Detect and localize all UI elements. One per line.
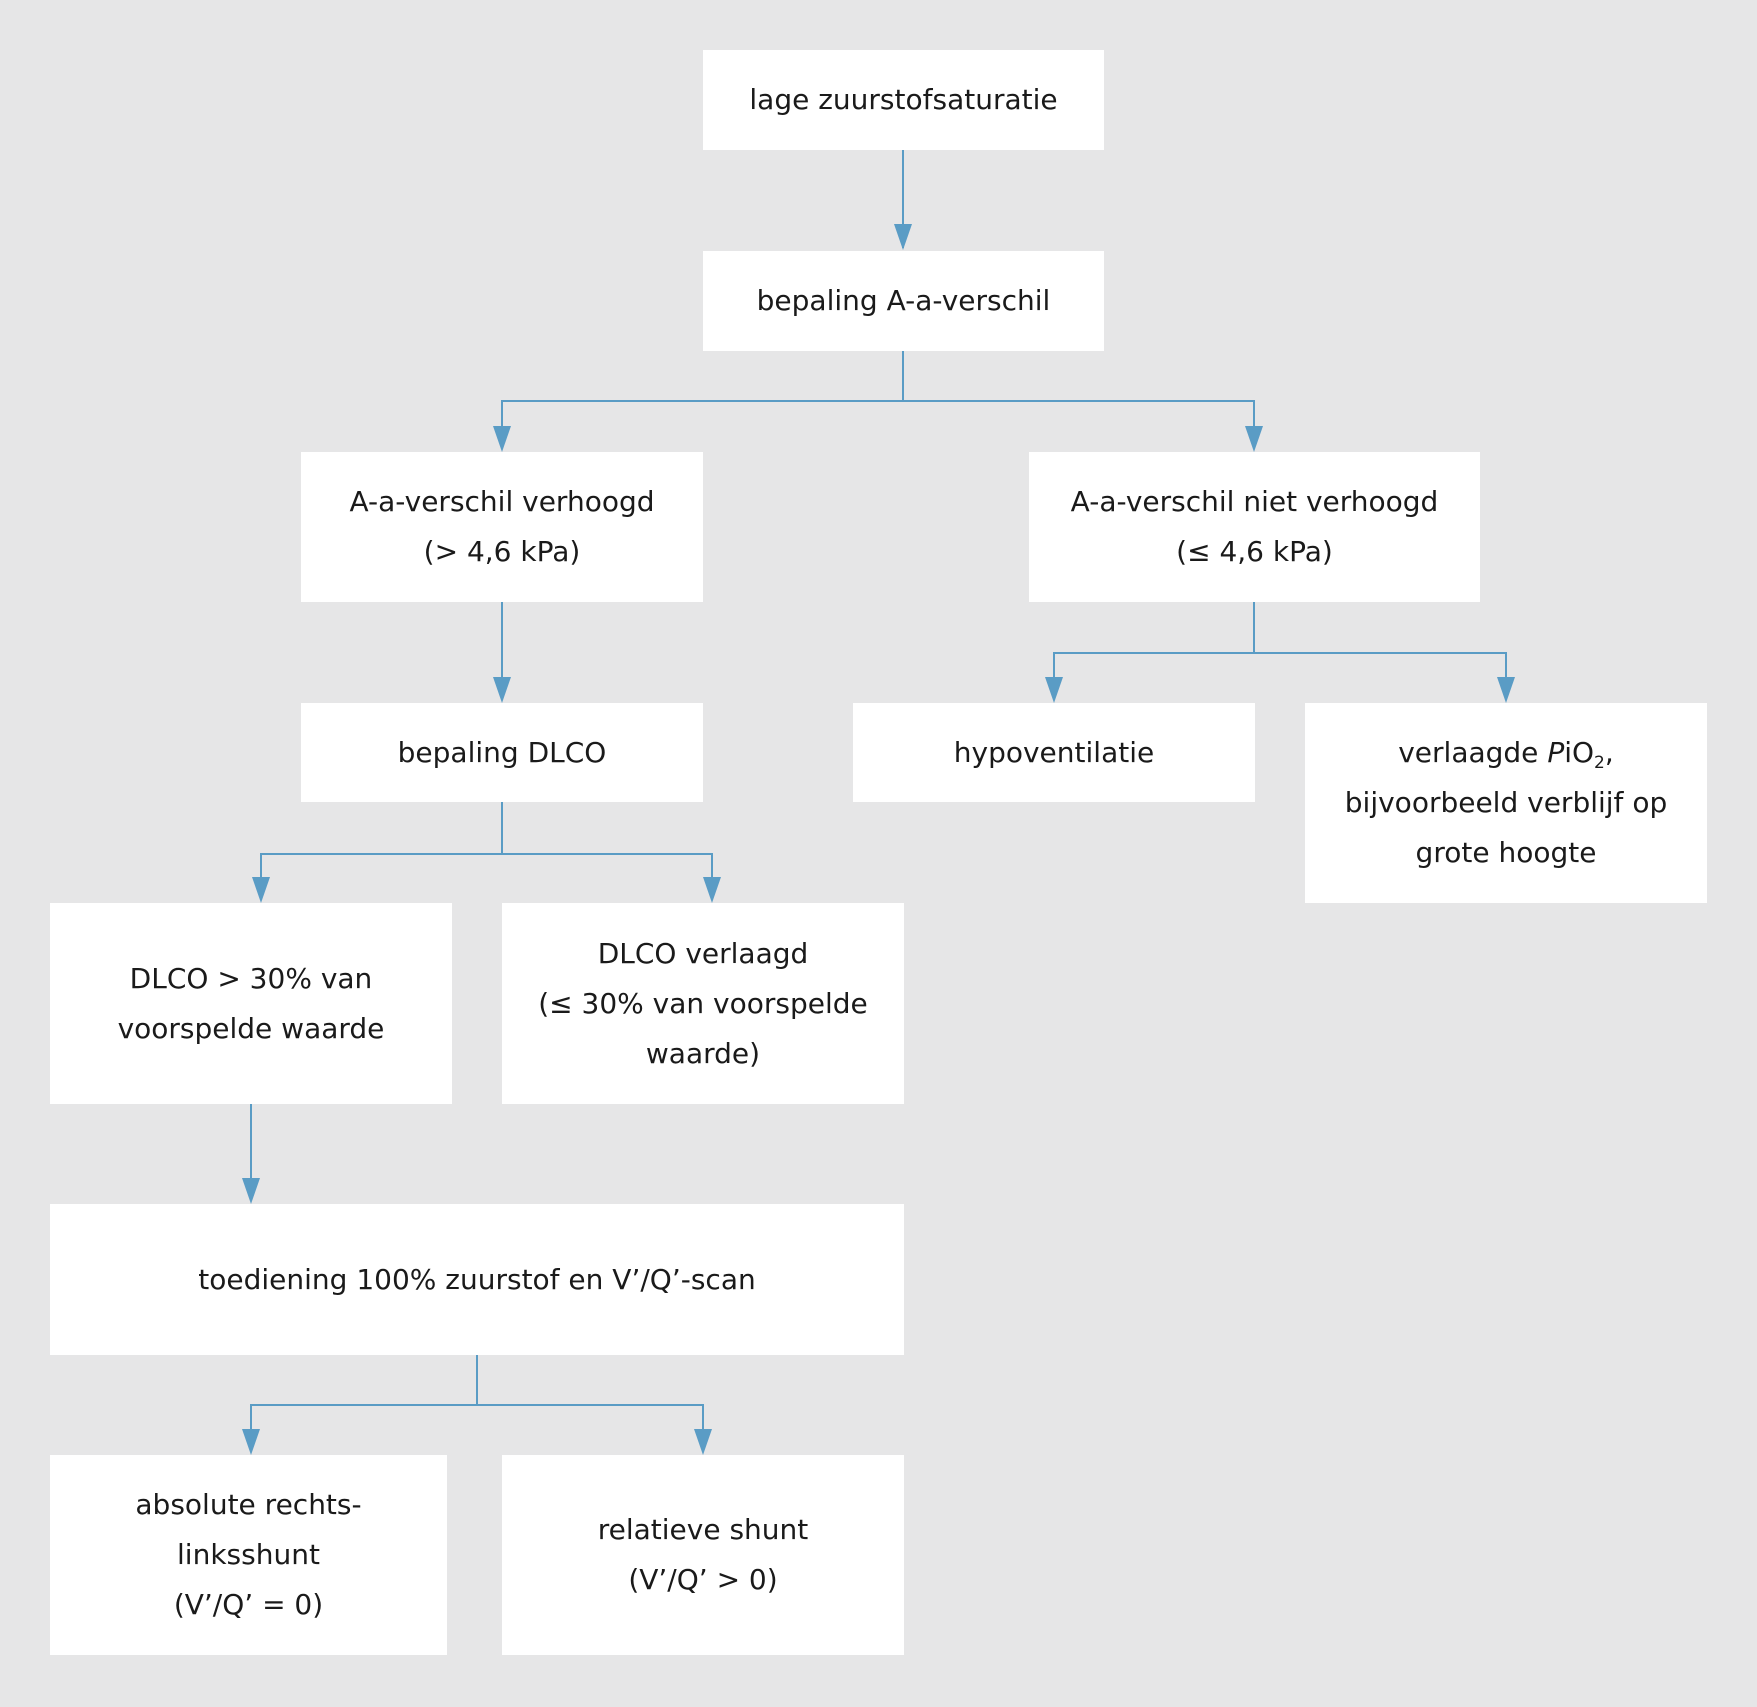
arrowhead bbox=[252, 877, 270, 903]
node-absolute-shunt-line3: (V’/Q’ = 0) bbox=[173, 1588, 324, 1621]
arrowhead bbox=[703, 877, 721, 903]
node-dlco-low: DLCO verlaagd (≤ 30% van voorspelde waar… bbox=[502, 903, 904, 1104]
node-absolute-shunt-line2: linksshunt bbox=[177, 1538, 320, 1571]
node-low-pio2-italic: P bbox=[1547, 736, 1565, 769]
node-dlco-high: DLCO > 30% van voorspelde waarde bbox=[50, 903, 452, 1104]
arrowhead bbox=[242, 1429, 260, 1455]
node-aa-not-elevated-line1: A-a-verschil niet verhoogd bbox=[1070, 485, 1439, 518]
node-dlco-low-line2: (≤ 30% van voorspelde bbox=[538, 986, 868, 1020]
node-aa-measurement: bepaling A-a-verschil bbox=[703, 251, 1104, 351]
arrowhead bbox=[894, 224, 912, 250]
node-low-saturation-label: lage zuurstofsaturatie bbox=[749, 83, 1058, 116]
node-dlco-high-line1: DLCO > 30% van bbox=[129, 961, 373, 995]
node-dlco-low-line3: waarde) bbox=[645, 1036, 761, 1070]
node-absolute-shunt: absolute rechts- linksshunt (V’/Q’ = 0) bbox=[50, 1455, 447, 1655]
node-aa-elevated-line2: (> 4,6 kPa) bbox=[423, 535, 581, 568]
node-low-pio2-line1: verlaagde PiO2, bbox=[1345, 728, 1667, 778]
arrowhead bbox=[1497, 677, 1515, 703]
node-dlco-measurement: bepaling DLCO bbox=[301, 703, 703, 802]
connector-aa-split bbox=[501, 351, 1255, 444]
node-low-pio2-mid: iO bbox=[1564, 736, 1595, 769]
node-oxygen-scan: toediening 100% zuurstof en V’/Q’-scan bbox=[50, 1204, 904, 1355]
arrowhead bbox=[493, 677, 511, 703]
arrowhead bbox=[694, 1429, 712, 1455]
node-low-pio2-line3: grote hoogte bbox=[1415, 836, 1597, 869]
node-dlco-measurement-label: bepaling DLCO bbox=[397, 735, 607, 769]
node-aa-measurement-label: bepaling A-a-verschil bbox=[756, 284, 1051, 317]
node-low-pio2-subscript: 2 bbox=[1594, 753, 1605, 773]
node-hypoventilation: hypoventilatie bbox=[853, 703, 1255, 802]
node-low-pio2-line2: bijvoorbeeld verblijf op bbox=[1344, 786, 1668, 819]
node-aa-not-elevated-line2: (≤ 4,6 kPa) bbox=[1176, 535, 1333, 568]
node-relative-shunt-line2: (V’/Q’ > 0) bbox=[628, 1563, 778, 1596]
node-dlco-high-line2: voorspelde waarde bbox=[117, 1011, 385, 1045]
connector-dlco-split bbox=[260, 802, 713, 895]
node-relative-shunt: relatieve shunt (V’/Q’ > 0) bbox=[502, 1455, 904, 1655]
node-absolute-shunt-line1: absolute rechts- bbox=[135, 1488, 362, 1521]
connector-oxygen-split bbox=[250, 1355, 704, 1447]
node-low-pio2-suffix: , bbox=[1604, 736, 1614, 769]
node-dlco-low-line1: DLCO verlaagd bbox=[597, 936, 809, 970]
node-aa-elevated-line1: A-a-verschil verhoogd bbox=[349, 485, 655, 518]
node-low-pio2-prefix: verlaagde bbox=[1398, 736, 1548, 769]
arrowhead bbox=[1245, 426, 1263, 452]
node-aa-not-elevated: A-a-verschil niet verhoogd (≤ 4,6 kPa) bbox=[1029, 452, 1480, 602]
node-oxygen-scan-label: toediening 100% zuurstof en V’/Q’-scan bbox=[198, 1262, 756, 1296]
connector-normal-split bbox=[1053, 602, 1507, 695]
arrowhead bbox=[493, 426, 511, 452]
node-hypoventilation-label: hypoventilatie bbox=[953, 735, 1155, 769]
node-low-saturation: lage zuurstofsaturatie bbox=[703, 50, 1104, 150]
arrowhead bbox=[1045, 677, 1063, 703]
node-relative-shunt-line1: relatieve shunt bbox=[597, 1513, 809, 1546]
node-aa-elevated: A-a-verschil verhoogd (> 4,6 kPa) bbox=[301, 452, 703, 602]
node-low-pio2: verlaagde PiO2, bijvoorbeeld verblijf op… bbox=[1305, 703, 1707, 903]
arrowhead bbox=[242, 1178, 260, 1204]
